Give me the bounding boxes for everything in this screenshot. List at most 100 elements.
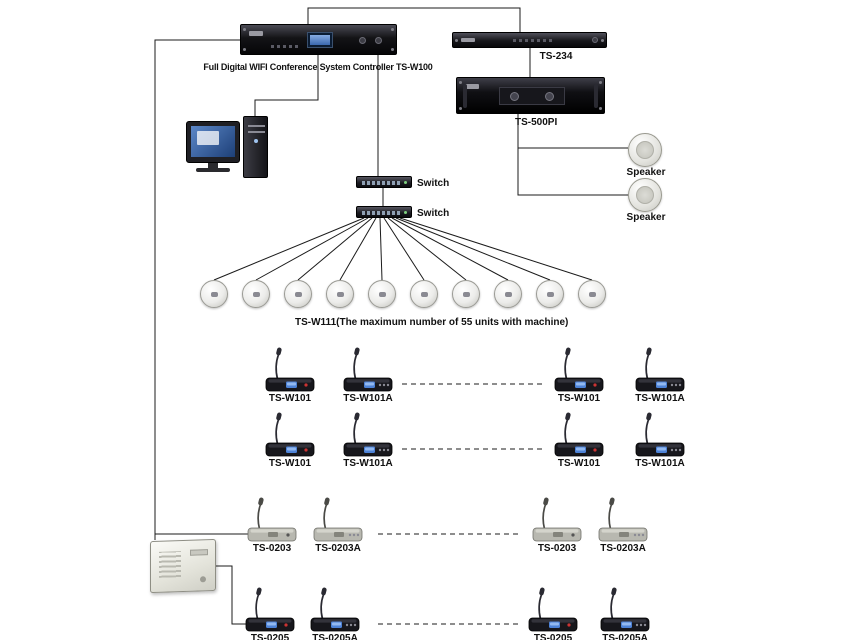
wifi-unit-ts-w111	[578, 280, 606, 308]
mic-label: TS-0205	[533, 633, 573, 640]
device-network-switch-2	[356, 206, 412, 218]
screw	[459, 81, 462, 84]
mic-unit-ts-w101	[551, 346, 607, 392]
label-controller: Full Digital WIFI Conference System Cont…	[203, 62, 433, 72]
mic-unit-ts-0203	[529, 496, 585, 542]
ceiling-speaker-icon	[628, 133, 662, 167]
mic-label: TS-0205	[250, 633, 290, 640]
wifi-unit-logo	[546, 291, 554, 297]
screw	[391, 48, 394, 51]
mic-unit-ts-w101	[262, 411, 318, 457]
label-ts-234: TS-234	[539, 51, 573, 62]
wifi-unit-logo	[294, 291, 302, 297]
device-controller-ts-w100	[240, 24, 397, 55]
power-box-grille	[159, 551, 181, 578]
wifi-unit-ts-w111	[368, 280, 396, 308]
mic-label: TS-W101	[268, 393, 312, 404]
switch-ports	[362, 211, 400, 215]
switch-led	[404, 181, 407, 184]
mic-label: TS-W101A	[343, 458, 393, 469]
label-speaker-1: Speaker	[626, 167, 666, 178]
mic-unit-ts-0205	[525, 586, 581, 632]
speaker-cone	[636, 186, 654, 204]
mic-unit-ts-w101a	[340, 411, 396, 457]
mic-label: TS-0203A	[315, 543, 361, 554]
mic-unit-ts-0205a	[597, 586, 653, 632]
wifi-unit-ts-w111	[494, 280, 522, 308]
pc-monitor-screen	[191, 126, 235, 157]
mic-graphic	[598, 497, 648, 542]
mic-graphic	[532, 497, 582, 542]
power-box-label-strip	[190, 549, 208, 556]
mic-unit-ts-0203	[244, 496, 300, 542]
screw	[455, 39, 458, 42]
label-ts-500pi: TS-500PI	[515, 117, 558, 128]
mic-unit-ts-w101a	[632, 411, 688, 457]
wifi-unit-ts-w111	[284, 280, 312, 308]
mic-graphic	[310, 587, 360, 632]
wifi-unit-ts-w111	[242, 280, 270, 308]
wifi-unit-logo	[504, 291, 512, 297]
device-ts-234	[452, 32, 607, 48]
label-speaker-2: Speaker	[626, 212, 666, 223]
wifi-unit-ts-w111	[326, 280, 354, 308]
pc-tower	[243, 116, 268, 178]
controller-knob	[359, 37, 366, 44]
screw	[599, 81, 602, 84]
mic-graphic	[245, 587, 295, 632]
mic-graphic	[265, 347, 315, 392]
ts234-knob	[592, 37, 598, 43]
pc-tower-drive-slot	[248, 125, 265, 127]
wifi-unit-ts-w111	[410, 280, 438, 308]
screw	[243, 28, 246, 31]
ceiling-speaker-icon	[628, 178, 662, 212]
amp-panel	[499, 87, 565, 105]
mic-label: TS-0203A	[600, 543, 646, 554]
wifi-unit-logo	[336, 291, 344, 297]
mic-graphic	[313, 497, 363, 542]
mic-graphic	[635, 347, 685, 392]
amp-handle	[594, 84, 598, 108]
screw	[599, 107, 602, 110]
mic-graphic	[635, 412, 685, 457]
wifi-unit-ts-w111	[452, 280, 480, 308]
mic-graphic	[528, 587, 578, 632]
itc-logo	[461, 38, 475, 42]
wifi-unit-logo	[210, 291, 218, 297]
pc-monitor-window	[197, 131, 219, 145]
ts234-buttons	[513, 39, 553, 42]
itc-logo	[465, 84, 479, 89]
mic-label: TS-0203	[252, 543, 292, 554]
amp-handle	[463, 84, 467, 108]
controller-buttons	[271, 45, 301, 48]
device-ts-500pi	[456, 77, 605, 114]
mic-graphic	[343, 347, 393, 392]
pc-monitor	[186, 121, 240, 163]
mic-label: TS-W101	[557, 458, 601, 469]
wifi-unit-logo	[462, 291, 470, 297]
controller-screen-content	[310, 35, 330, 45]
wifi-unit-logo	[378, 291, 386, 297]
mic-unit-ts-w101	[262, 346, 318, 392]
switch-led	[404, 211, 407, 214]
label-ts-w111-caption: TS-W111(The maximum number of 55 units w…	[295, 317, 569, 328]
wifi-unit-ts-w111	[200, 280, 228, 308]
mic-unit-ts-0205	[242, 586, 298, 632]
mic-unit-ts-w101	[551, 411, 607, 457]
mic-label: TS-W101A	[343, 393, 393, 404]
mic-unit-ts-0203a	[595, 496, 651, 542]
controller-screen	[307, 32, 333, 48]
device-network-switch-1	[356, 176, 412, 188]
controller-knob	[375, 37, 382, 44]
amp-knob	[545, 92, 554, 101]
wifi-unit-logo	[420, 291, 428, 297]
mic-label: TS-W101A	[635, 458, 685, 469]
pc-monitor-base	[196, 168, 230, 172]
mic-graphic	[554, 347, 604, 392]
label-switch-2: Switch	[417, 208, 450, 219]
amp-knob	[510, 92, 519, 101]
power-box-connector	[200, 576, 206, 583]
screw	[601, 39, 604, 42]
